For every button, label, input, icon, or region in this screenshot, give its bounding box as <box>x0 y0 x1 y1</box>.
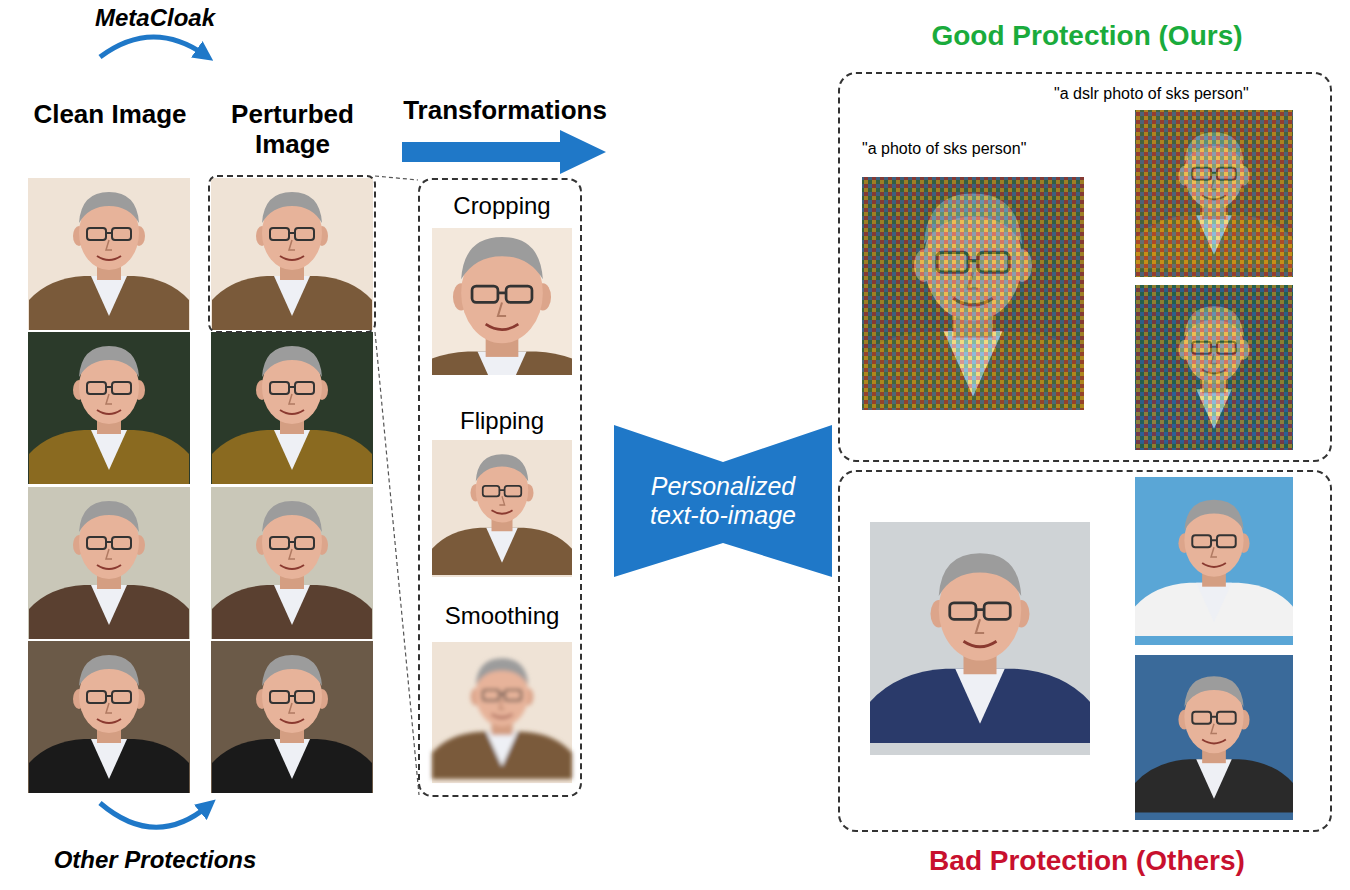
transform-name: Cropping <box>420 192 584 220</box>
group-heading: Good Protection (Ours) <box>840 20 1334 52</box>
prompt-text: "a photo of sks person" <box>862 140 1102 158</box>
method-label: MetaCloak <box>55 4 255 32</box>
bad-protection-box: Bad Protection (Others) <box>838 470 1332 832</box>
model-bowtie: Personalized text-to-image <box>614 425 832 577</box>
column-heading: Clean Image <box>30 100 190 130</box>
transform-name: Flipping <box>420 407 584 435</box>
column-heading: Perturbed Image <box>205 100 380 160</box>
perturbed-photos <box>211 178 373 793</box>
group-heading: Bad Protection (Others) <box>840 845 1334 877</box>
clean-photos <box>28 178 190 793</box>
prompt-text: "a dslr photo of sks person" <box>1054 85 1326 103</box>
good-protection-box: Good Protection (Ours)"a photo of sks pe… <box>838 72 1332 462</box>
transformations-box: CroppingFlippingSmoothing <box>418 178 582 797</box>
transform-name: Smoothing <box>420 602 584 630</box>
arrow-label: Transformations <box>375 96 635 126</box>
method-label: Other Protections <box>25 846 285 874</box>
model-name: Personalized text-to-image <box>623 472 823 530</box>
